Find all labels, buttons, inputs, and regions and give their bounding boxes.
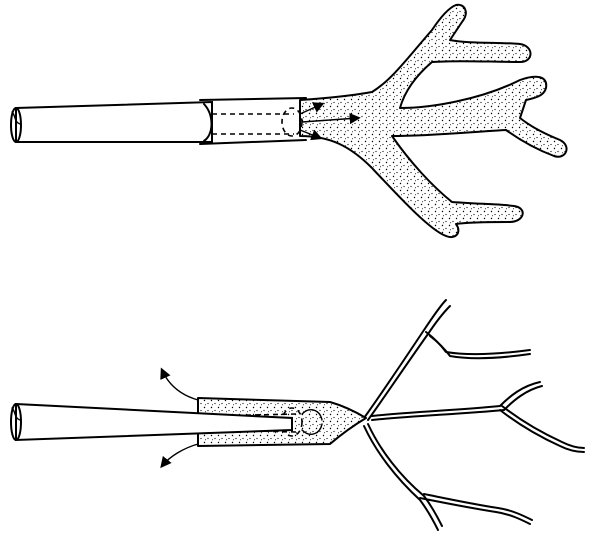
branching-tree-outline-icon [364, 300, 584, 530]
stippled-branching-cast-icon [300, 5, 567, 237]
top-panel [11, 5, 567, 237]
cast-sleeve-icon [200, 98, 306, 144]
micropipette-icon [11, 102, 212, 142]
bottom-panel [11, 300, 584, 530]
